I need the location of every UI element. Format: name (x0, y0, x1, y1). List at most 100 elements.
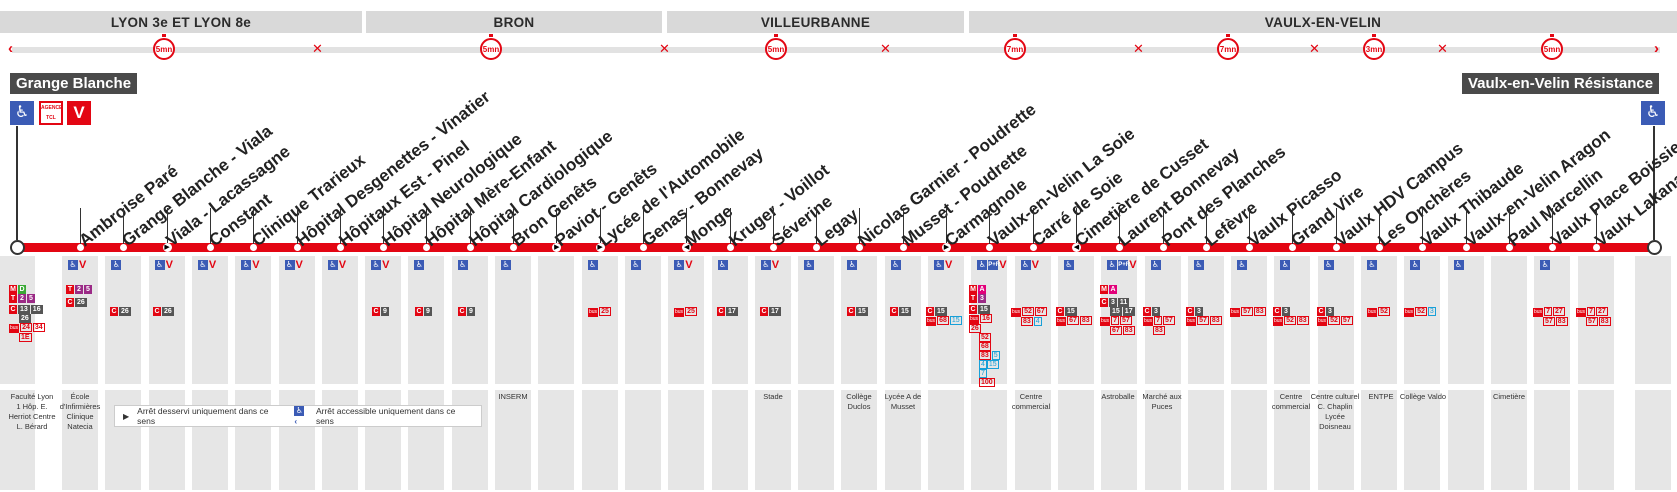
station-stop[interactable] (77, 244, 84, 251)
park-ride-icon: P+R (988, 260, 1001, 270)
terminus-end: Vaulx-en-Velin Résistance (1462, 73, 1660, 94)
station-stop[interactable] (423, 244, 431, 251)
station-stop[interactable] (1202, 244, 1210, 251)
station-stop[interactable] (1462, 244, 1470, 251)
station-stop[interactable] (1159, 244, 1167, 251)
terminus-stop-start (10, 240, 25, 255)
station-services: ♿V (154, 259, 173, 271)
station-stop[interactable] (250, 244, 258, 251)
station-stop[interactable] (1332, 244, 1340, 251)
station-tick (1422, 208, 1424, 244)
station-column (1635, 262, 1671, 384)
timer-icon: 5mn (1541, 34, 1563, 60)
station-stop[interactable] (510, 244, 517, 251)
station-column (798, 390, 835, 490)
station-stop[interactable] (986, 244, 994, 251)
poi-severine: Stade (763, 392, 783, 401)
station-stop[interactable] (1116, 244, 1124, 251)
station-stop[interactable] (639, 244, 647, 251)
station-stop[interactable] (1505, 244, 1513, 251)
station-services: ♿V (241, 259, 260, 271)
accessible-icon: ♿ (890, 260, 901, 270)
station-stop[interactable] (206, 244, 214, 251)
station-stop[interactable] (856, 244, 864, 251)
station-tick (556, 208, 558, 244)
station-stop[interactable] (1246, 244, 1254, 251)
station-tick (686, 208, 688, 244)
accessible-icon: ♿ (760, 260, 771, 270)
station-tick (383, 208, 385, 244)
station-stop[interactable] (336, 244, 344, 251)
accessible-icon: ♿ (804, 260, 815, 270)
station-column (1635, 390, 1671, 490)
station-stop[interactable] (1376, 244, 1383, 251)
velov-icon: V (79, 259, 87, 271)
station-column (148, 262, 185, 384)
one-way-stop-icon[interactable]: ▶ (552, 243, 562, 252)
station-stop[interactable] (726, 244, 734, 251)
station-column (624, 262, 661, 384)
route-line (17, 243, 1657, 252)
station-services: ♿ (501, 260, 512, 270)
poi-aragon: Cimetière (1492, 392, 1526, 401)
station-tick (1249, 208, 1251, 244)
park-ride-icon: P+R (1118, 260, 1131, 270)
station-stop[interactable] (769, 244, 777, 251)
station-column (884, 390, 921, 490)
poi-pont-planches: Marché aux Puces (1142, 392, 1182, 411)
poi-musset: Lycée A de Musset (884, 392, 922, 411)
station-column (928, 390, 964, 490)
station-stop[interactable] (1592, 244, 1600, 251)
one-way-stop-icon[interactable]: ◀ (1071, 243, 1081, 252)
velov-icon: V (165, 259, 173, 271)
station-column (754, 390, 791, 490)
timer-icon: 5mn (153, 34, 175, 60)
station-services: ♿ (1540, 260, 1551, 270)
station-stop[interactable] (120, 244, 128, 251)
station-stop[interactable] (1029, 244, 1037, 251)
one-way-stop-icon[interactable]: ▶ (162, 243, 172, 252)
velov-icon: V (252, 259, 260, 271)
accessible-icon: ♿ (501, 260, 511, 270)
station-tick (1075, 208, 1077, 244)
station-stop[interactable] (1549, 244, 1557, 251)
station-stop[interactable] (1419, 244, 1427, 251)
time-band (12, 47, 1660, 53)
poi-oncheres: ENTPE (1368, 392, 1394, 401)
station-stop[interactable] (813, 244, 821, 251)
station-column (1317, 390, 1354, 490)
station-tick (729, 208, 731, 244)
station-stop[interactable] (899, 244, 907, 251)
accessible-icon: ♿ (1063, 260, 1074, 270)
station-services: ♿ (111, 260, 122, 270)
station-stop[interactable] (293, 244, 301, 251)
station-column (235, 262, 272, 384)
station-tick (469, 208, 471, 244)
station-services: ♿ (1150, 260, 1162, 270)
station-services: ♿V (197, 260, 216, 271)
one-way-stop-icon[interactable]: ▶ (942, 243, 951, 252)
station-column (668, 262, 705, 384)
one-way-stop-icon[interactable]: ◀ (682, 243, 692, 252)
one-way-stop-icon[interactable]: ▶ (595, 243, 605, 252)
poi-hdv: Centre culturel C. Chaplin Lycée Doisnea… (1310, 392, 1360, 431)
poi-garnier: Collège Duclos (846, 392, 872, 411)
station-stop[interactable] (1289, 244, 1297, 251)
timer-icon: 5mn (765, 34, 787, 60)
station-stop[interactable] (380, 244, 388, 251)
poi-grange-blanche: Faculté Lyon 1 Hôp. E. Herriot Centre L.… (8, 392, 56, 431)
station-services: ♿V (371, 260, 389, 271)
station-stop[interactable] (466, 244, 474, 251)
station-tick (989, 208, 991, 244)
